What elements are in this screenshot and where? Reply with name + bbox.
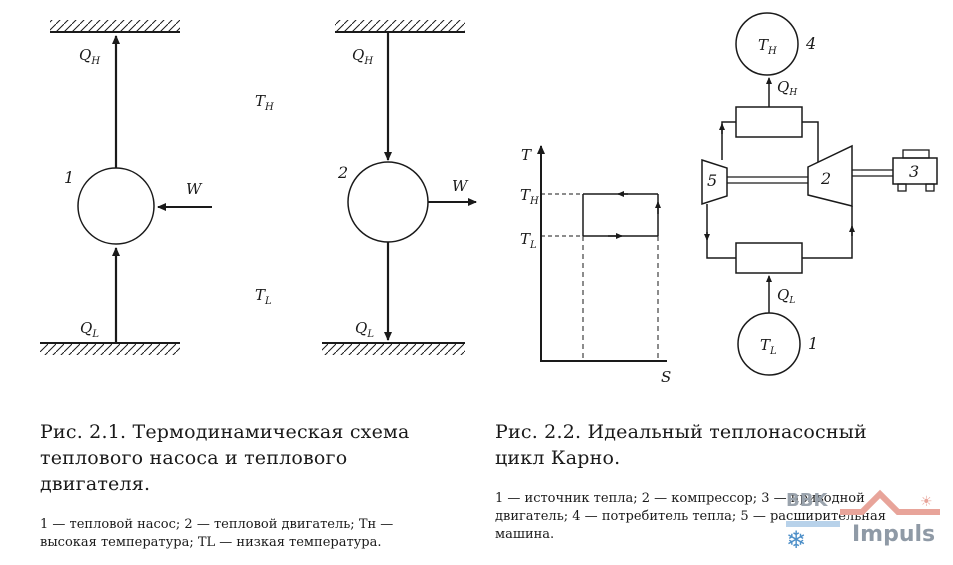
th-axis-label: TH xyxy=(520,186,539,207)
tl-label-fig1: TL xyxy=(255,286,272,307)
watermark-logo: ❄ ☀ BBK Impuls xyxy=(780,480,945,555)
watermark-brand: BBK xyxy=(786,490,828,511)
ql-schematic-label: QL xyxy=(777,286,795,306)
loop-top-left xyxy=(721,121,736,160)
heat-source-circle xyxy=(737,312,801,376)
heat-engine-number: 2 xyxy=(337,163,348,182)
tl-axis-label: TL xyxy=(520,230,537,251)
drive-motor-foot-l xyxy=(897,183,907,192)
loop-bottom-left xyxy=(706,204,736,259)
sun-icon: ☀ xyxy=(920,494,933,510)
s-axis-label: S xyxy=(661,368,671,386)
watermark-name: Impuls xyxy=(852,522,936,547)
loop-top-right xyxy=(802,121,819,162)
figure-2-1-caption: Рис. 2.1. Термодинамическая схема теплов… xyxy=(40,400,450,565)
caption-title-2-1: Рис. 2.1. Термодинамическая схема теплов… xyxy=(40,421,410,495)
tl-circle-label: TL xyxy=(760,336,777,357)
heat-engine-diagram: QH QL W 2 xyxy=(322,20,477,355)
drive-motor-number: 3 xyxy=(909,162,919,181)
ql-label-2: QL xyxy=(355,319,374,340)
th-circle-label: TH xyxy=(758,36,777,57)
drive-motor-foot-r xyxy=(925,183,935,192)
drive-motor-cap xyxy=(902,149,930,159)
caption-legend-2-1: 1 — тепловой насос; 2 — тепловой двигате… xyxy=(40,517,394,550)
source-number: 1 xyxy=(808,334,818,353)
condenser-box xyxy=(735,106,803,138)
qh-schematic-label: QH xyxy=(777,78,797,98)
compressor-number: 2 xyxy=(820,169,831,188)
ts-diagram: T S TH TL xyxy=(520,145,671,386)
th-label-fig1: TH xyxy=(255,92,274,113)
ql-label-1: QL xyxy=(80,319,99,340)
expander-shape xyxy=(701,158,728,206)
house-roof-icon xyxy=(840,489,940,515)
heat-pump-number: 1 xyxy=(64,168,74,187)
hot-reservoir-hatch-2 xyxy=(335,20,465,31)
watermark-logo-graphic: ❄ ☀ xyxy=(786,489,940,554)
w-label-2: W xyxy=(452,177,469,195)
heat-engine-circle xyxy=(347,161,429,243)
w-label-1: W xyxy=(186,180,203,198)
qh-label-2: QH xyxy=(352,46,373,67)
heat-consumer-circle xyxy=(735,12,799,76)
thermodynamic-diagrams: QH QL W 1 TH TL QH QL W 2 T S TH TL xyxy=(40,12,938,386)
loop-bottom-right xyxy=(802,206,853,259)
figure-2-2-caption: Рис. 2.2. Идеальный теплонасосный цикл К… xyxy=(495,400,920,557)
caption-title-2-2: Рис. 2.2. Идеальный теплонасосный цикл К… xyxy=(495,421,867,469)
heat-pump-schematic: TH 4 QH 5 2 3 QL TL 1 xyxy=(701,12,938,376)
heat-pump-diagram: QH QL W 1 xyxy=(40,20,212,355)
cold-reservoir-hatch xyxy=(40,344,180,355)
qh-label-1: QH xyxy=(79,46,100,67)
snowflake-icon: ❄ xyxy=(786,526,806,554)
expander-number: 5 xyxy=(707,171,717,190)
evaporator-box xyxy=(735,242,803,274)
heat-pump-circle xyxy=(77,167,155,245)
t-axis-label: T xyxy=(521,146,532,164)
consumer-number: 4 xyxy=(805,34,816,53)
caption-legend-2-2: 1 — источник тепла; 2 — компрессор; 3 — … xyxy=(495,491,886,542)
hot-reservoir-hatch xyxy=(50,20,180,31)
cold-reservoir-hatch-2 xyxy=(322,344,465,355)
